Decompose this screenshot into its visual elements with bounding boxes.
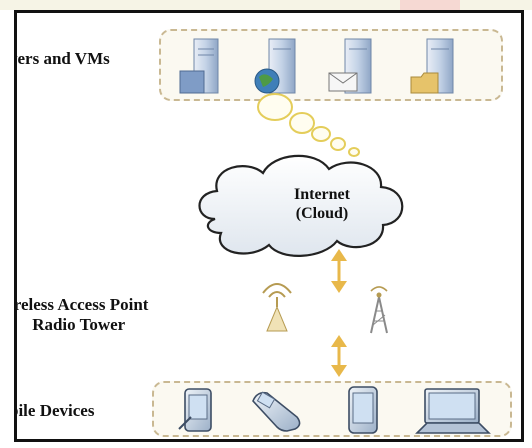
- server-globe-icon: [254, 38, 296, 94]
- wireless-label-line1: ireless Access Point: [14, 295, 149, 314]
- pda-icon: [178, 388, 212, 432]
- diagram-frame: vers and VMs ireless Access Point Radio …: [14, 10, 524, 442]
- cloud-to-tower-arrow: [331, 249, 347, 293]
- mobile-devices-label: bile Devices: [14, 401, 95, 420]
- diagram-canvas: [178, 38, 491, 434]
- laptop-icon: [415, 388, 491, 434]
- left-edge: [0, 10, 14, 448]
- cloud-label-line1: Internet: [294, 186, 350, 203]
- cloud-label: Internet (Cloud): [257, 185, 387, 223]
- server-folder-icon: [410, 38, 454, 94]
- top-strip-accent: [400, 0, 460, 10]
- internet-cloud: [198, 154, 404, 257]
- smartphone-icon: [348, 386, 378, 434]
- top-strip: [0, 0, 532, 10]
- thought-bubbles: [257, 93, 360, 157]
- server-icon: [179, 38, 219, 94]
- flip-phone-icon: [252, 391, 301, 432]
- server-mail-icon: [328, 38, 372, 94]
- radio-tower-icon: [370, 286, 388, 334]
- servers-label: vers and VMs: [14, 49, 110, 68]
- wireless-label-line2: Radio Tower: [32, 315, 126, 334]
- cloud-label-line2: (Cloud): [295, 205, 349, 222]
- tower-to-devices-arrow: [331, 335, 347, 377]
- wireless-tower-label: ireless Access Point Radio Tower: [14, 295, 149, 335]
- wireless-access-point-icon: [262, 283, 292, 332]
